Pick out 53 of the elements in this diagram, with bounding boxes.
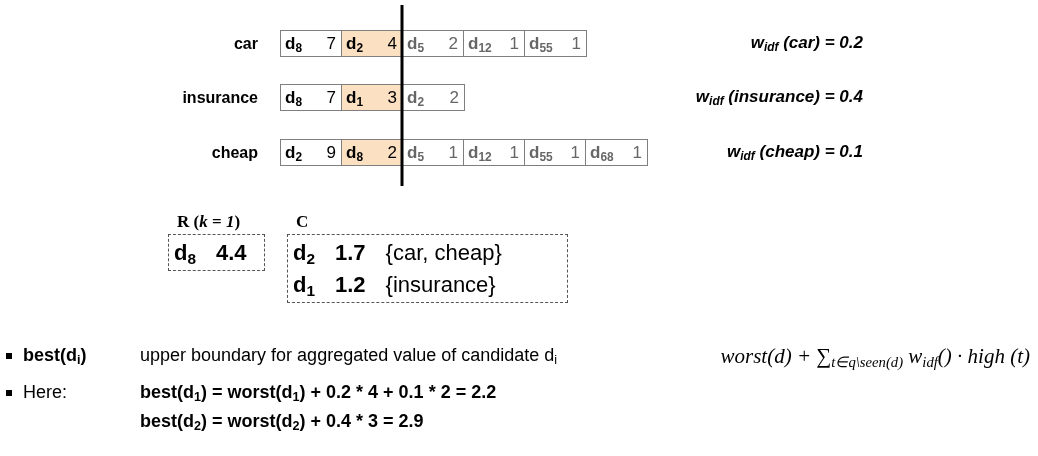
score-value: 1.2 (335, 271, 366, 299)
doc-id: d$_{5}$ (407, 142, 424, 163)
doc-id: d$_{12}$ (468, 142, 492, 163)
weight-label: w$_{idf}$ (cheap) = 0.1 (727, 142, 863, 162)
doc-id: d$_{2}$ (346, 33, 363, 54)
weight-label: w$_{idf}$ (car) = 0.2 (750, 33, 863, 53)
doc-id: d$_{68}$ (590, 142, 614, 163)
list-heading: C (296, 212, 309, 232)
doc-id: d$_{1}$ (346, 87, 363, 108)
score-value: 1 (509, 142, 519, 163)
equation-text: best(d$_{2}$) = worst(d$_{2}$) + 0.4 * 3 = 2.9 (140, 411, 424, 432)
doc-id: d$_{55}$ (529, 33, 553, 54)
score-value: 3 (387, 87, 397, 108)
score-value: 2 (449, 87, 459, 108)
doc-id: d$_{8}$ (174, 239, 196, 269)
posting-cell (342, 31, 403, 56)
score-value: 4 (387, 33, 397, 54)
score-value: 1 (448, 142, 458, 163)
doc-id: d$_{2}$ (285, 142, 302, 163)
term-set: {insurance} (385, 271, 497, 299)
score-value: 1 (632, 142, 642, 163)
posting-cell (342, 140, 403, 165)
doc-id: d$_{1}$ (293, 271, 315, 301)
doc-id: d$_{5}$ (407, 33, 424, 54)
weight-label: w$_{idf}$ (insurance) = 0.4 (695, 87, 863, 107)
doc-id: d$_{55}$ (529, 142, 553, 163)
term-label: cheap (211, 143, 258, 162)
score-value: 2 (387, 142, 397, 163)
equation-text: best(d$_{1}$) = worst(d$_{1}$) + 0.2 * 4 + 0.1 * 2 = 2.2 (140, 382, 497, 403)
doc-id: d$_{8}$ (285, 87, 302, 108)
term-label: car (233, 34, 258, 53)
score-value: 1.7 (335, 239, 366, 267)
score-value: 9 (326, 142, 336, 163)
score-value: 1 (509, 33, 519, 54)
term-text: best(d$_{i}$) (23, 345, 87, 366)
posting-cell (342, 85, 403, 110)
formula-text: worst(d) + ∑$_{t∈q\seen(d)}$ w$_{idf}$() · high (t) (720, 344, 1030, 369)
score-value: 2 (448, 33, 458, 54)
list-heading: R (k = 1) (177, 212, 241, 232)
score-value: 4.4 (216, 239, 247, 267)
doc-id: d$_{12}$ (468, 33, 492, 54)
label-text: Here: (23, 382, 67, 403)
term-set: {car, cheap} (385, 239, 502, 267)
doc-id: d$_{8}$ (346, 142, 363, 163)
description-text: upper boundary for aggregated value of candidate d$_{i}$ (140, 345, 558, 366)
doc-id: d$_{2}$ (407, 87, 424, 108)
score-value: 1 (571, 33, 581, 54)
doc-id: d$_{8}$ (285, 33, 302, 54)
score-value: 7 (326, 33, 336, 54)
score-value: 1 (570, 142, 580, 163)
score-value: 7 (326, 87, 336, 108)
term-label: insurance (182, 88, 258, 107)
doc-id: d$_{2}$ (293, 239, 315, 269)
